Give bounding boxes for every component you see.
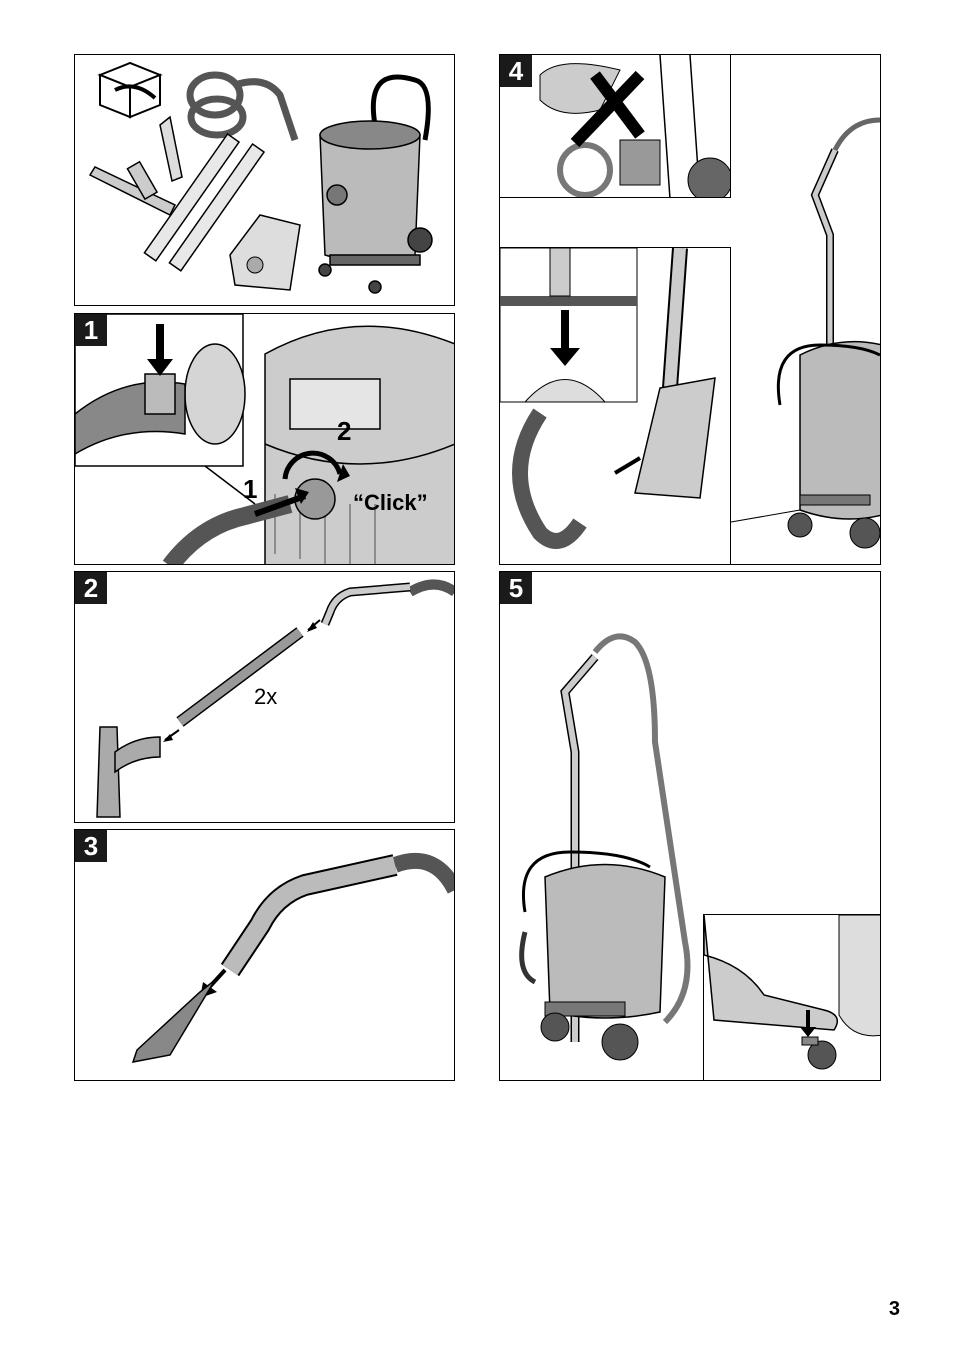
hose-icon xyxy=(395,861,455,890)
panel-contents xyxy=(74,54,455,306)
vacuum-body-icon xyxy=(545,865,665,1019)
crevice-nozzle-icon xyxy=(160,117,182,181)
step1-illustration xyxy=(75,314,455,565)
hose-icon xyxy=(835,120,880,150)
floor-nozzle-icon xyxy=(90,162,175,215)
floor-nozzle-icon xyxy=(97,727,160,817)
callout-two: 2 xyxy=(337,416,351,447)
vacuum-cleaner-icon xyxy=(319,77,432,293)
callout-one: 1 xyxy=(243,474,257,505)
wheel-brake-illustration xyxy=(704,915,881,1081)
crevice-nozzle-icon xyxy=(133,980,215,1062)
callout-click: “Click” xyxy=(353,490,428,516)
panel-step-4: 4 xyxy=(499,54,881,565)
page-number: 3 xyxy=(889,1298,900,1321)
vacuum-stored-illustration xyxy=(500,55,881,565)
brake-pedal-icon xyxy=(802,1037,818,1045)
inset-wheel-brake xyxy=(703,914,881,1081)
filter-bag-icon xyxy=(230,215,300,290)
panel-step-5: 5 xyxy=(499,571,881,1081)
step-badge: 2 xyxy=(75,572,107,604)
callout-repeat: 2x xyxy=(254,684,277,710)
panel-step-3: 3 xyxy=(74,829,455,1081)
step-badge: 5 xyxy=(500,572,532,604)
box-icon xyxy=(100,63,160,117)
step-badge: 4 xyxy=(500,55,532,87)
contents-illustration xyxy=(75,55,455,306)
vacuum-body-icon xyxy=(800,342,881,519)
panel-step-1: 1 1 2 “Click” xyxy=(74,313,455,565)
step-badge: 3 xyxy=(75,830,107,862)
panel-step-2: 2 2x xyxy=(74,571,455,823)
hose-icon xyxy=(190,75,295,140)
step3-illustration xyxy=(75,830,455,1081)
vacuum-body-icon xyxy=(265,326,455,565)
hose-icon xyxy=(410,585,455,593)
step-badge: 1 xyxy=(75,314,107,346)
